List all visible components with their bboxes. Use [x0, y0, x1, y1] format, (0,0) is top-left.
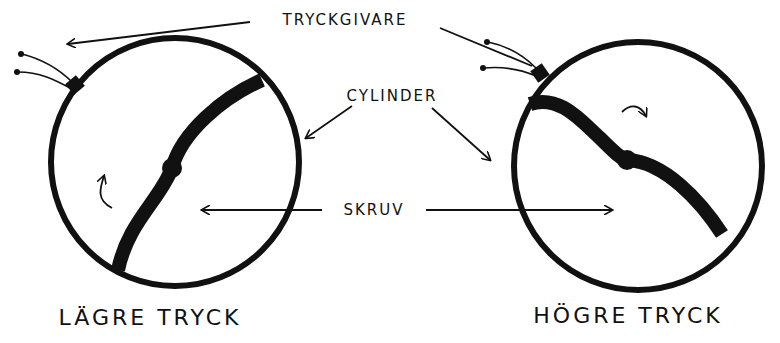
part-label: TRYCKGIVARE	[283, 12, 408, 29]
screw-hub	[162, 158, 182, 178]
part-label: CYLINDER	[347, 88, 438, 105]
leader-line	[68, 22, 250, 44]
leader-line	[202, 209, 322, 211]
screw-blade	[118, 80, 262, 270]
leader-line	[426, 209, 612, 211]
leader-line	[306, 106, 352, 138]
rotation-arrow	[622, 106, 646, 116]
rotation-arrow	[100, 176, 112, 208]
part-label: LÄGRE TRYCK	[59, 306, 242, 330]
part-label: HÖGRE TRYCK	[533, 304, 722, 328]
sensor-wire	[18, 54, 72, 88]
part-label: SKRUV	[343, 202, 404, 219]
screw-hub	[617, 150, 637, 170]
leader-line	[440, 28, 532, 66]
leader-line	[432, 108, 490, 160]
cylinder-outline	[51, 38, 299, 286]
sensor-wire	[484, 42, 536, 76]
cylinder-outline	[514, 42, 762, 290]
screw-blade	[530, 102, 722, 234]
